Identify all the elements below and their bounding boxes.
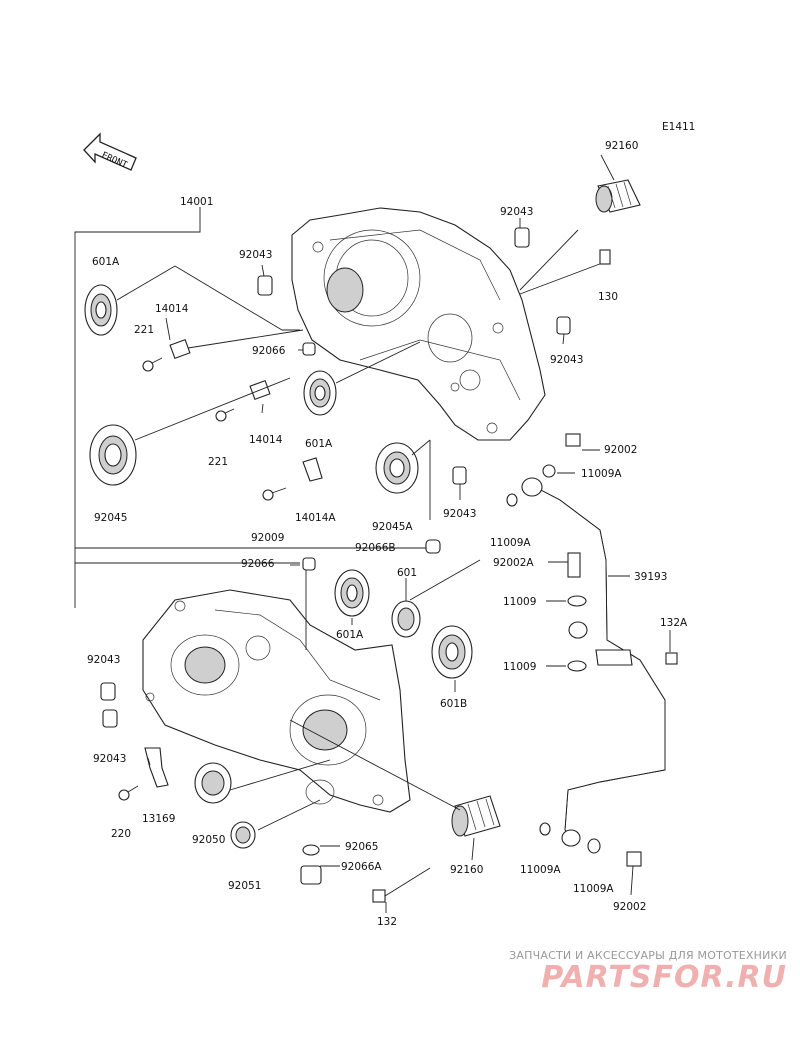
oil-seal-92051: [230, 821, 256, 849]
label-92050: 92050: [192, 834, 225, 846]
label-11009a: 11009A: [573, 883, 614, 895]
label-92002a: 92002A: [493, 557, 534, 569]
label-92043: 92043: [87, 654, 120, 666]
bearing-601b: [431, 625, 473, 679]
label-132a: 132A: [660, 617, 688, 629]
label-39193: 39193: [634, 571, 667, 583]
label-13169: 13169: [142, 813, 175, 825]
lower-crankcase: [142, 589, 411, 813]
bearing-601a-upper-left: [84, 284, 118, 336]
label-601a: 601A: [336, 629, 364, 641]
bolt-130-icon: [519, 249, 611, 295]
label-92045a: 92045A: [372, 521, 413, 533]
label-92043: 92043: [500, 206, 533, 218]
label-220: 220: [111, 828, 131, 840]
leader-lines: [116, 154, 671, 913]
oil-pipe-39193: [521, 477, 666, 847]
label-601a: 601A: [92, 256, 120, 268]
label-11009a: 11009A: [581, 468, 622, 480]
label-11009: 11009: [503, 596, 536, 608]
label-92002: 92002: [604, 444, 637, 456]
label-14014: 14014: [155, 303, 189, 315]
bearing-601a-mid: [303, 370, 337, 416]
label-11009a: 11009A: [520, 864, 561, 876]
label-92045: 92045: [94, 512, 127, 524]
label-11009: 11009: [503, 661, 536, 673]
label-92066: 92066: [241, 558, 275, 570]
front-arrow-icon: FRONT: [83, 132, 137, 171]
label-92160: 92160: [605, 140, 638, 152]
bracket-13169-icon: [144, 747, 169, 788]
oil-screen-92160-bottom: [451, 795, 501, 837]
label-14001: 14001: [180, 196, 213, 208]
plug-icon: [300, 342, 441, 885]
label-601a: 601A: [305, 438, 333, 450]
label-130: 130: [598, 291, 618, 303]
watermark-logo[interactable]: PARTSFOR.RU: [541, 960, 787, 995]
oil-screen-92160-top: [595, 179, 641, 213]
label-92066b: 92066B: [355, 542, 396, 554]
label-14014a: 14014A: [295, 512, 336, 524]
washer-icon: [506, 464, 601, 854]
label-92051: 92051: [228, 880, 261, 892]
label-92043: 92043: [550, 354, 583, 366]
label-92065: 92065: [345, 841, 378, 853]
label-221: 221: [208, 456, 228, 468]
label-601b: 601B: [440, 698, 467, 710]
bolt-132-icon: [372, 867, 431, 903]
bearing-92045: [89, 424, 137, 486]
label-92009: 92009: [251, 532, 284, 544]
banjo-bolt-icon: [565, 433, 678, 867]
assembly-bracket: [74, 207, 430, 608]
label-11009a: 11009A: [490, 537, 531, 549]
label-92043: 92043: [93, 753, 126, 765]
label-14014: 14014: [249, 434, 283, 446]
part-labels: 92160 14001 92043 92043 601A 14014 130 2…: [87, 140, 688, 928]
label-92043: 92043: [239, 249, 272, 261]
watermark-tagline: ЗАПЧАСТИ И АКСЕССУАРЫ ДЛЯ МОТОТЕХНИКИ: [509, 949, 787, 962]
screw-icon: [118, 357, 287, 801]
diagram-code: E1411: [662, 121, 695, 133]
label-92066: 92066: [252, 345, 286, 357]
label-92160: 92160: [450, 864, 483, 876]
label-92066a: 92066A: [341, 861, 382, 873]
label-221: 221: [134, 324, 154, 336]
plate-14014-icon: [169, 338, 323, 482]
upper-crankcase: [291, 207, 546, 441]
label-92043: 92043: [443, 508, 476, 520]
bearing-601: [391, 600, 421, 638]
oil-seal-92050: [194, 762, 232, 804]
bearing-92045a: [375, 442, 419, 494]
bearing-601a-lower: [334, 569, 370, 617]
dowel-pin-icon: [100, 227, 571, 728]
label-601: 601: [397, 567, 417, 579]
label-132: 132: [377, 916, 397, 928]
label-92002: 92002: [613, 901, 646, 913]
